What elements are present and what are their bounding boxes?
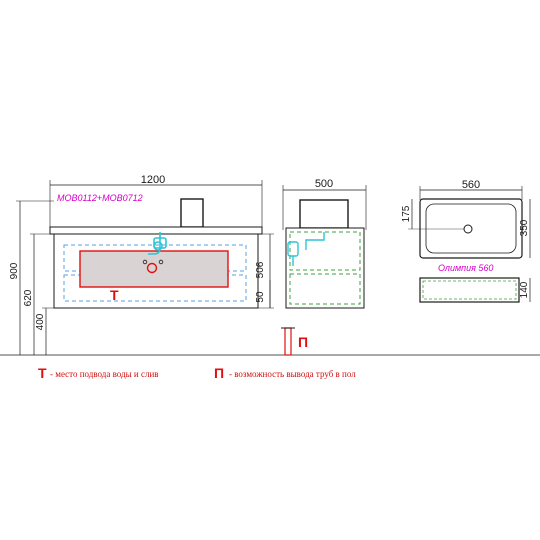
drain-offset-label: 175 (401, 205, 412, 222)
upper-drawer-outline (63, 244, 247, 272)
basin-side-profile (419, 277, 520, 303)
height-620-label: 620 (23, 289, 34, 306)
basin-height-label: 140 (519, 281, 530, 298)
water-supply-zone (79, 250, 229, 288)
legend-p-text: - возможность вывода труб в пол (229, 369, 356, 379)
side-view: 500 П (281, 178, 367, 356)
legend-t-letter: T (38, 365, 47, 381)
height-400-label: 400 (35, 313, 46, 330)
countertop (49, 226, 263, 235)
width-label: 1200 (141, 174, 165, 186)
offset-50-label: 50 (255, 291, 266, 303)
cabinet-side (285, 227, 365, 309)
basin-side-silhouette (299, 199, 349, 229)
drain-point-icon (146, 262, 158, 274)
basin-bowl (425, 203, 517, 254)
legend: T - место подвода воды и слив П - возмож… (38, 365, 356, 381)
side-lower-drawer-outline (289, 273, 361, 305)
legend-p-letter: П (214, 365, 224, 381)
basin-name-label: Олимпия 560 (438, 263, 493, 273)
front-view: 1200 MOB0112+MOB0712 T 900 620 40 (0, 174, 540, 356)
basin-depth-label: 350 (519, 219, 530, 236)
basin-width-label: 560 (462, 179, 480, 191)
legend-t-text: - место подвода воды и слив (50, 369, 159, 379)
p-marker: П (298, 334, 308, 350)
basin-front-silhouette (180, 198, 204, 228)
height-506-label: 506 (255, 261, 266, 278)
depth-label: 500 (315, 178, 333, 190)
supply-point-icon (158, 259, 164, 265)
siphon (148, 232, 167, 255)
t-marker: T (110, 287, 119, 303)
basin-top-view: 560 350 175 Олимпия 560 140 (401, 179, 531, 303)
side-upper-drawer-outline (289, 231, 361, 271)
model-label: MOB0112+MOB0712 (57, 193, 143, 203)
supply-point-icon (142, 259, 148, 265)
floor-pipe (284, 327, 292, 356)
basin-profile-inner (422, 280, 517, 300)
side-siphon (287, 232, 325, 266)
height-900-label: 900 (9, 262, 20, 279)
